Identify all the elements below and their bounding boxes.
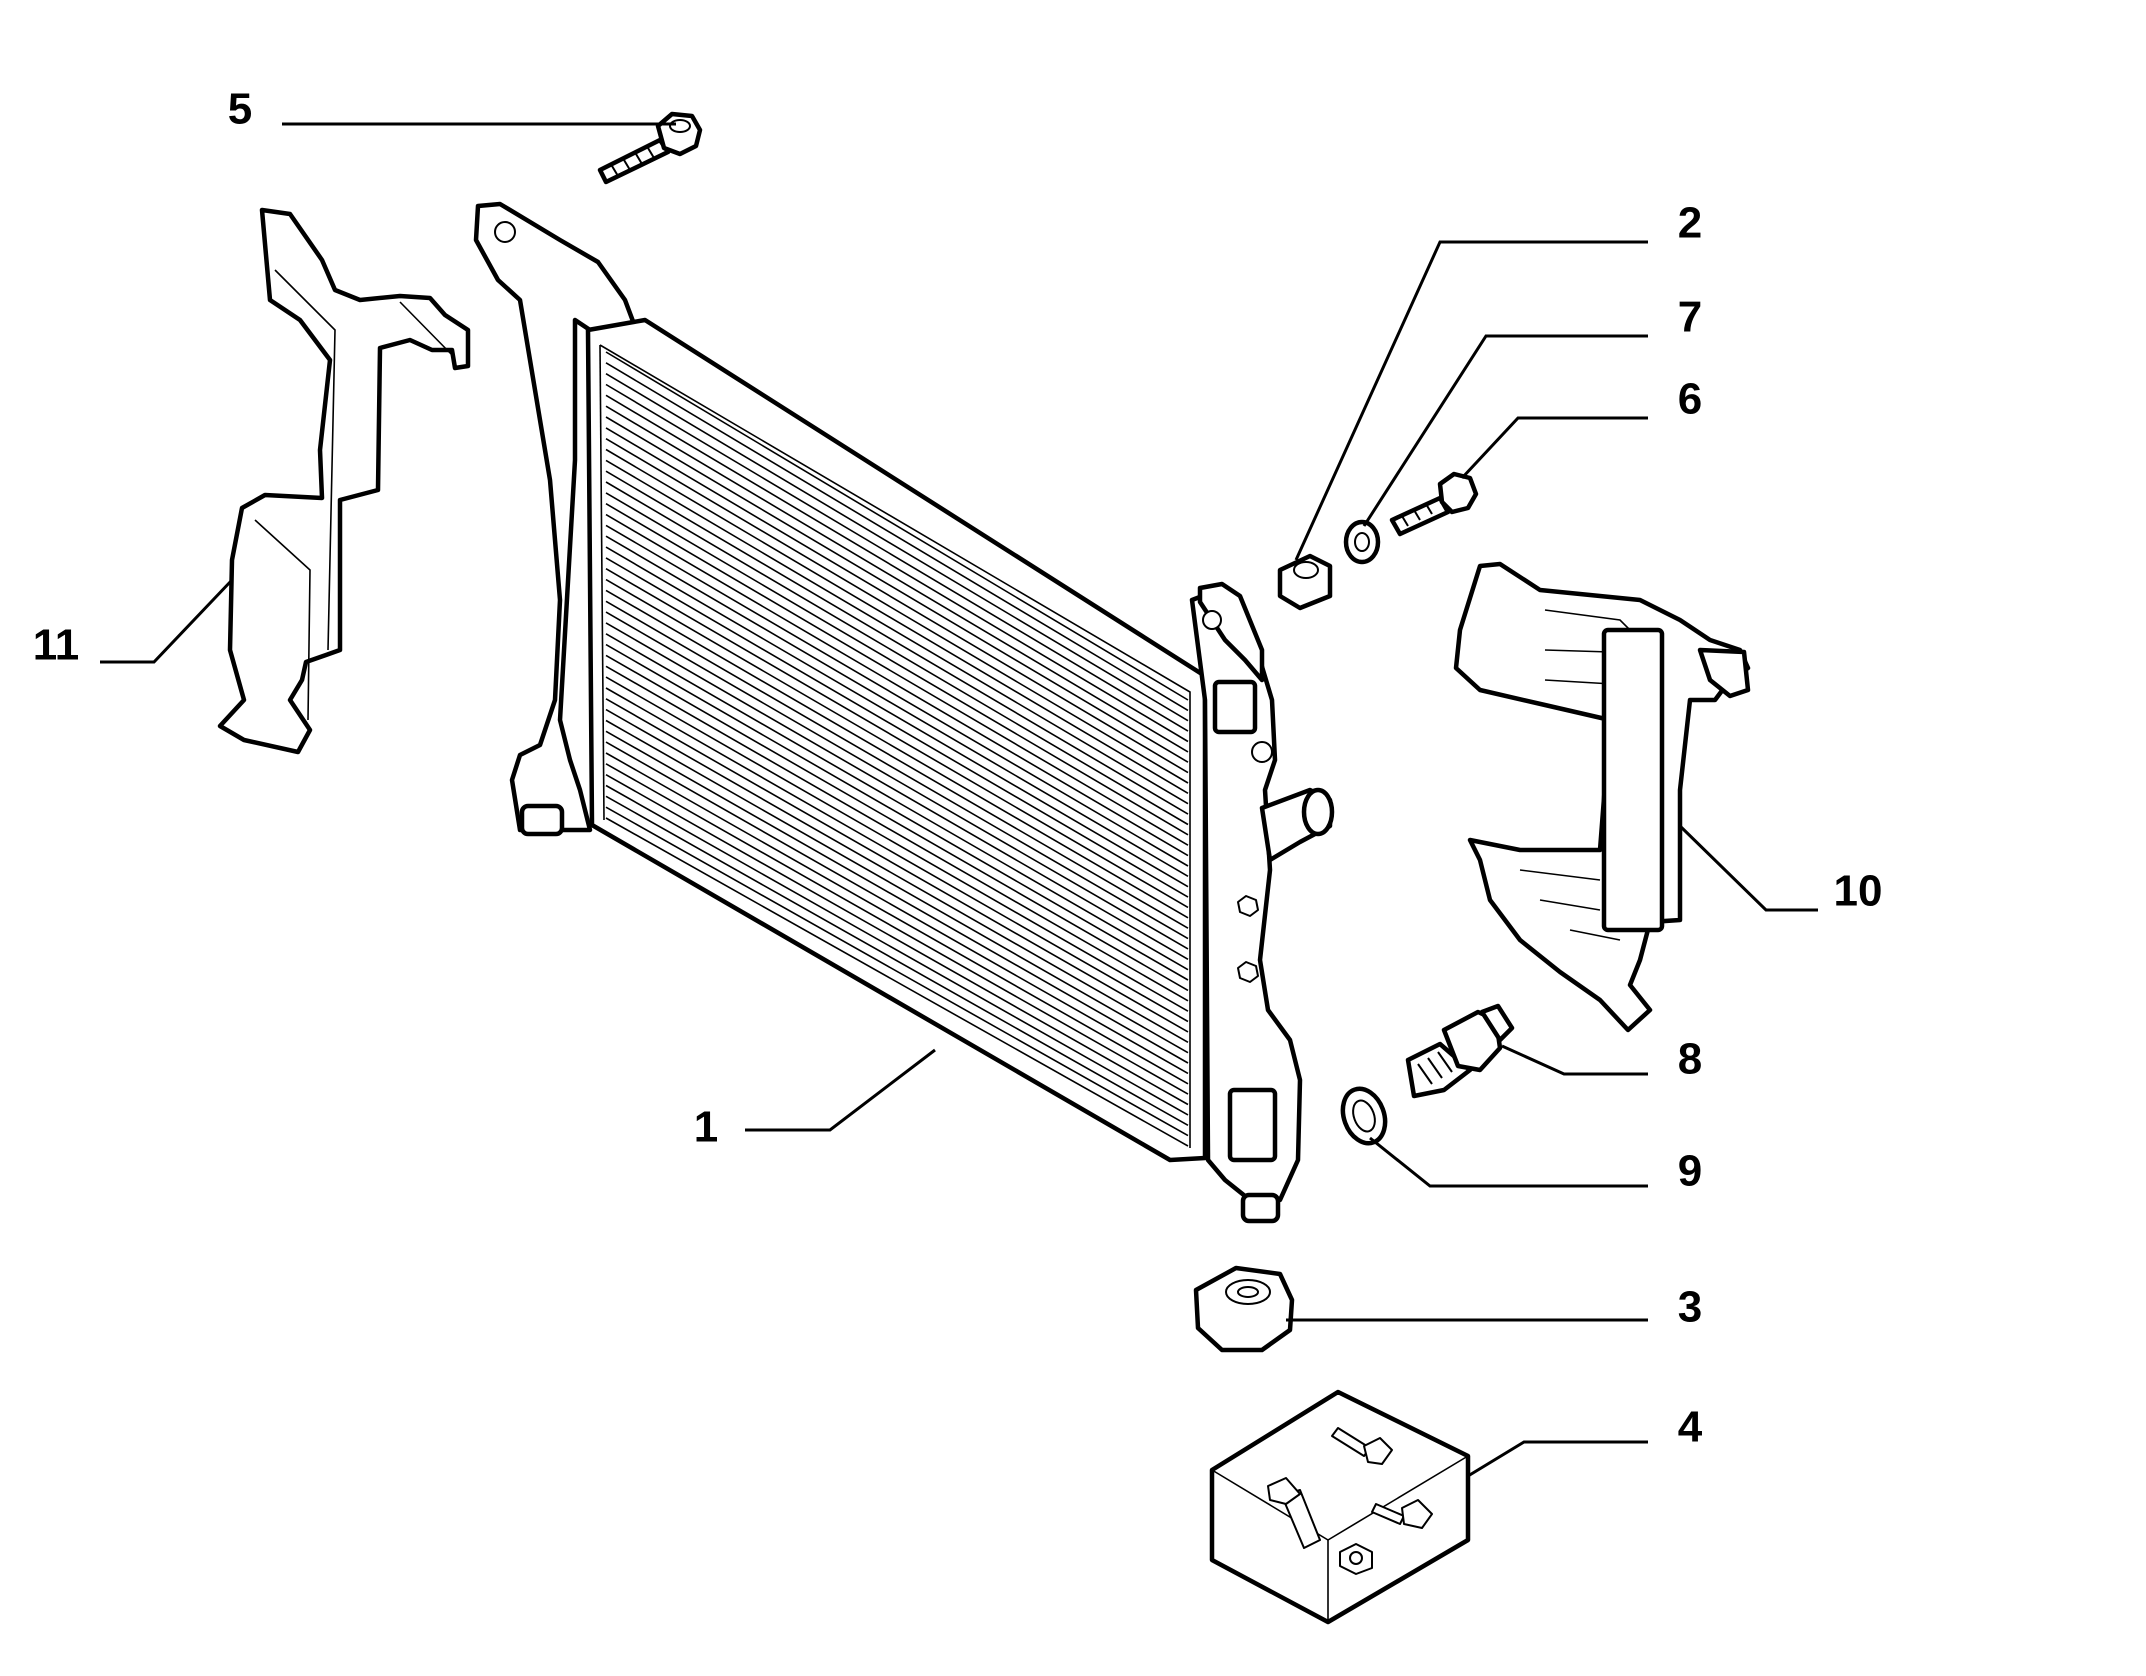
o-ring-9 bbox=[1340, 1086, 1388, 1146]
radiator-fin bbox=[605, 665, 1189, 1002]
radiator-fin bbox=[605, 784, 1189, 1116]
radiator-fin bbox=[605, 351, 1189, 701]
radiator-fin bbox=[605, 643, 1189, 981]
radiator-fin bbox=[605, 373, 1189, 722]
leader-1 bbox=[745, 1048, 936, 1132]
radiator-fin bbox=[605, 708, 1189, 1043]
bolt-6 bbox=[1389, 471, 1479, 537]
radiator-fin bbox=[605, 676, 1189, 1012]
radiator-fin bbox=[605, 481, 1189, 826]
radiator-fin bbox=[605, 459, 1189, 805]
radiator-fin bbox=[605, 611, 1189, 950]
radiator-fin bbox=[605, 568, 1189, 909]
radiator-fin bbox=[605, 730, 1189, 1064]
callout-7: 7 bbox=[1678, 293, 1702, 342]
leader-11 bbox=[100, 578, 234, 664]
radiator-fin bbox=[605, 763, 1189, 1095]
radiator-fin bbox=[605, 752, 1189, 1085]
radiator-fin bbox=[605, 427, 1189, 774]
radiator-fin bbox=[605, 394, 1189, 743]
radiator-fin bbox=[605, 448, 1189, 794]
callout-2: 2 bbox=[1678, 199, 1702, 248]
radiator-fins bbox=[605, 351, 1189, 1147]
radiator-fin bbox=[605, 719, 1189, 1054]
radiator-fin bbox=[605, 795, 1189, 1126]
callout-8: 8 bbox=[1678, 1035, 1702, 1084]
radiator-fin bbox=[605, 687, 1189, 1023]
radiator-fin bbox=[605, 546, 1189, 888]
washer-7 bbox=[1343, 519, 1381, 565]
radiator bbox=[473, 201, 1335, 1224]
leader-6 bbox=[1460, 416, 1648, 480]
radiator-fin bbox=[605, 383, 1189, 732]
callout-1: 1 bbox=[694, 1103, 718, 1152]
radiator-fin bbox=[605, 589, 1189, 929]
leader-10 bbox=[1678, 824, 1818, 912]
radiator-fin bbox=[605, 622, 1189, 960]
radiator-fin bbox=[605, 524, 1189, 867]
callout-6: 6 bbox=[1678, 375, 1702, 424]
leader-2 bbox=[1294, 240, 1648, 561]
radiator-fin bbox=[605, 774, 1189, 1106]
fastener-kit-4 bbox=[1209, 1389, 1471, 1625]
radiator-fin bbox=[605, 557, 1189, 898]
radiator-fin bbox=[605, 535, 1189, 877]
radiator-fin bbox=[605, 362, 1189, 712]
radiator-fin bbox=[605, 578, 1189, 919]
callout-9: 9 bbox=[1678, 1147, 1702, 1196]
radiator-fin bbox=[605, 513, 1189, 857]
radiator-fin bbox=[605, 492, 1189, 836]
radiator-fin bbox=[605, 438, 1189, 784]
callout-11: 11 bbox=[33, 621, 80, 670]
radiator-fin bbox=[605, 470, 1189, 815]
leader-7 bbox=[1362, 334, 1648, 527]
radiator-fin bbox=[605, 654, 1189, 992]
leader-lines bbox=[100, 122, 1818, 1478]
callout-5: 5 bbox=[228, 85, 252, 134]
radiator-fin bbox=[605, 806, 1189, 1137]
radiator-fin bbox=[605, 503, 1189, 846]
callout-10: 10 bbox=[1834, 867, 1883, 916]
radiator-fin bbox=[605, 817, 1189, 1147]
leader-9 bbox=[1369, 1136, 1648, 1188]
right-air-deflector bbox=[1453, 561, 1751, 1033]
rubber-bush-2 bbox=[1277, 553, 1333, 611]
left-air-deflector bbox=[217, 207, 471, 755]
radiator-fin bbox=[605, 741, 1189, 1075]
callout-labels: 1 2 3 4 5 6 7 8 9 10 11 bbox=[33, 85, 1883, 1452]
rubber-mount-3 bbox=[1193, 1265, 1295, 1353]
drain-plug-8 bbox=[1405, 1003, 1515, 1099]
radiator-fin bbox=[605, 416, 1189, 763]
radiator-fin bbox=[605, 405, 1189, 753]
radiator-fin bbox=[605, 600, 1189, 940]
callout-3: 3 bbox=[1678, 1283, 1702, 1332]
callout-4: 4 bbox=[1678, 1403, 1703, 1452]
leader-8 bbox=[1501, 1044, 1648, 1076]
leader-4 bbox=[1467, 1440, 1648, 1478]
radiator-fin bbox=[605, 698, 1189, 1033]
radiator-fin bbox=[605, 633, 1189, 971]
